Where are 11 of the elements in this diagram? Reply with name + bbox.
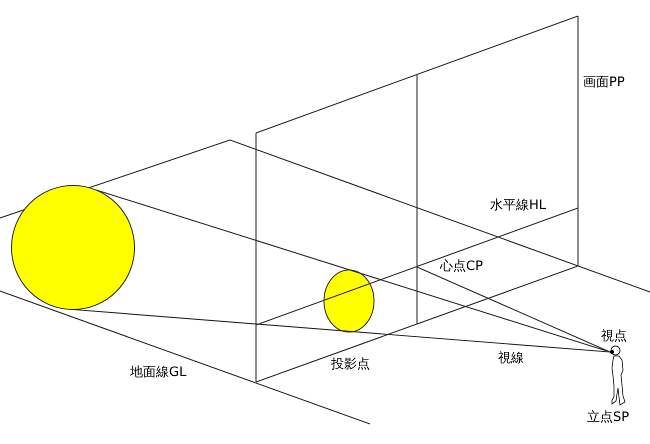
plane-label: 画面PP: [583, 76, 625, 91]
point-label: 投影点: [331, 358, 370, 373]
person-figure: [610, 345, 628, 407]
point-label: 視点: [601, 330, 627, 345]
sight-line: [72, 308, 610, 353]
point-label: 立点SP: [587, 411, 630, 426]
point-label: 心点CP: [440, 260, 483, 275]
edge-label: 視線: [497, 352, 526, 367]
line-label: 水平線HL: [490, 199, 546, 214]
line-label: 地面線GL: [130, 366, 186, 381]
sight-line: [416, 266, 610, 352]
